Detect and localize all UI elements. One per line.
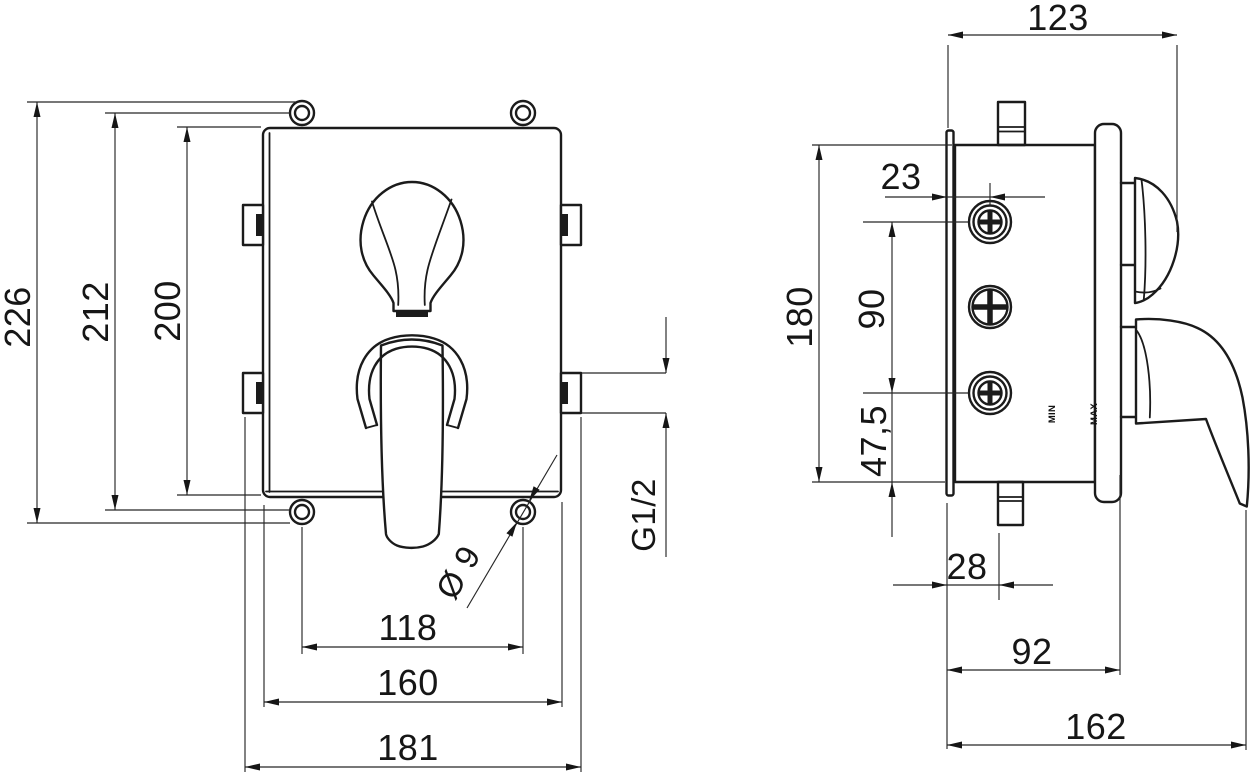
top-pipe [996, 100, 1027, 147]
bottom-pipe [996, 480, 1025, 527]
lever-handle [379, 338, 445, 550]
dim-hole-pitch-horizontal-label: 118 [379, 607, 438, 648]
dim-plate-width-label: 160 [377, 662, 439, 703]
dim-wall-to-handle-label: 162 [1065, 706, 1127, 747]
port-left-top-boss [256, 214, 262, 236]
knob-base [396, 310, 428, 317]
dim-total-width-label: 181 [377, 727, 439, 768]
dim-outlet-thread-label: G1/2 [625, 478, 662, 552]
mounting-hole-top-right [509, 99, 537, 127]
dim-screw-to-base-label: 47,5 [853, 405, 894, 477]
dim-pipe-to-wall-label: 28 [946, 546, 987, 587]
dim-body-height-label: 180 [779, 286, 820, 348]
flange [1093, 122, 1123, 504]
dim-total-height-label: 226 [0, 286, 38, 348]
diverter-knob [359, 180, 465, 317]
front-view: 226 212 200 118 160 181 Ø 9 G1/2 [0, 99, 670, 772]
handle-hub-ring [355, 334, 469, 430]
side-view: MIN MAX [779, 0, 1250, 750]
dim-screw-to-wall-label: 23 [880, 156, 921, 197]
screw-bottom [967, 370, 1013, 416]
lever-handle-side [1119, 317, 1250, 508]
dim-total-depth-top-label: 123 [1027, 0, 1089, 38]
dim-plate-height-label: 200 [147, 280, 188, 342]
screw-middle [967, 284, 1013, 330]
max-label: MAX [1089, 403, 1100, 425]
mounting-holes [288, 99, 537, 526]
mounting-rail [945, 129, 955, 497]
dim-hole-pitch-vertical-label: 212 [75, 281, 116, 343]
mounting-hole-bottom-left [288, 498, 316, 526]
dim-wall-to-flange-label: 92 [1011, 631, 1052, 672]
port-right-bottom-boss [562, 382, 568, 404]
dim-screw-pitch-label: 90 [851, 288, 892, 329]
diverter-knob-side [1119, 176, 1180, 305]
side-dimensions [812, 31, 1247, 750]
connection-ports [241, 203, 583, 415]
front-dimensions [27, 101, 670, 772]
dim-hole-diameter-label: Ø 9 [428, 539, 487, 605]
min-label: MIN [1047, 405, 1058, 423]
port-left-bottom-boss [256, 382, 262, 404]
port-right-top-boss [562, 214, 568, 236]
mounting-hole-top-left [288, 99, 316, 127]
screw-top [967, 199, 1013, 245]
